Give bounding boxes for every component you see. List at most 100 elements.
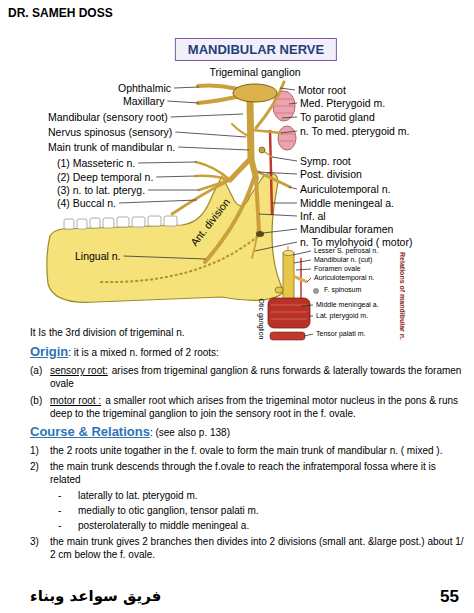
part-label: Tensor palati m. [316, 330, 365, 338]
text-content: motor root :a smaller root which arises … [50, 394, 466, 420]
footer-text: فريق سواعد وبناء [30, 588, 161, 605]
body-text: the main trunk gives 2 branches then div… [50, 536, 464, 560]
nerve [198, 85, 238, 89]
part-label: To parotid gland [300, 111, 375, 123]
muscle [270, 332, 305, 340]
body-text: a smaller root which arises from the tri… [50, 395, 458, 419]
teeth [64, 216, 177, 229]
nerve [232, 124, 250, 137]
text-content: Origin: it is a mixed n. formed of 2 roo… [30, 344, 466, 360]
body-text: the main trunk descends through the f.ov… [50, 461, 436, 485]
text-content: It Is the 3rd division of trigeminal n. [30, 326, 466, 339]
ganglion [233, 84, 277, 102]
fibre [271, 312, 307, 313]
page-number: 55 [440, 587, 459, 607]
part-label: (1) Masseteric n. [57, 157, 135, 169]
fibre [276, 113, 292, 114]
list-marker: - [58, 489, 78, 502]
section-heading: Origin [30, 344, 68, 359]
fibre [280, 134, 294, 135]
text-row: (b)motor root :a smaller root which aris… [30, 394, 466, 420]
list-marker: (b) [30, 394, 50, 420]
body-text-block: It Is the 3rd division of trigeminal n. O… [30, 326, 466, 561]
text-row: -posterolaterally to middle meningeal a. [58, 519, 466, 532]
nerve-trunk [283, 253, 294, 300]
leader-line [258, 172, 297, 174]
inset-title: Relations of mandibular n. [398, 252, 406, 340]
section-heading: Course & Relations [30, 424, 150, 439]
text-content: sensory root:arises from trigeminal gang… [50, 364, 466, 390]
leader-line [156, 176, 196, 177]
nerve [251, 158, 256, 178]
body-text: It Is the 3rd division of trigeminal n. [30, 327, 185, 338]
part-label: Maxillary [123, 95, 164, 107]
part-label: Motor root [298, 84, 346, 96]
list-marker: - [58, 504, 78, 517]
inset [268, 246, 319, 340]
foramen [256, 231, 264, 237]
fibre [271, 319, 307, 320]
text-content: Course & Relations: (see also p. 138) [30, 424, 466, 440]
leader-line [174, 87, 199, 88]
list-marker: 1) [30, 444, 50, 457]
part-label: Otic ganglion [257, 299, 265, 340]
nerve [196, 162, 230, 180]
part-label: Auriculotemporal n. [300, 183, 390, 195]
text-content: posterolaterally to middle meningeal a. [78, 519, 466, 532]
part-label: F. spinosum [324, 286, 361, 294]
leader-line [272, 157, 297, 161]
list-marker: (a) [30, 364, 50, 390]
text-content: laterally to lat. pterygoid m. [78, 489, 466, 502]
part-label: (3) n. to lat. pteryg. [57, 184, 145, 196]
text-row: (a)sensory root:arises from trigeminal g… [30, 364, 466, 390]
list-marker: - [58, 519, 78, 532]
part-label: Post. division [300, 168, 362, 180]
leader-line [293, 251, 311, 255]
title-box: MANDIBULAR NERVE [175, 38, 337, 61]
part-label: Lingual n. [75, 250, 121, 262]
foramen [313, 288, 319, 294]
tooth [132, 217, 145, 227]
text-row: Course & Relations: (see also p. 138) [30, 424, 466, 440]
part-label: Mandibular (sensory root) [48, 111, 168, 123]
part-label: Ophthalmic [118, 82, 171, 94]
part-label: Middle meningeal a. [316, 301, 379, 309]
leader-line [263, 229, 297, 233]
part-label: Auriculotemporal n. [314, 274, 374, 282]
leader-line [307, 278, 311, 282]
fibre [276, 99, 292, 100]
leader-line [167, 101, 199, 103]
tooth [117, 217, 129, 227]
part-label: Foramen ovale [314, 265, 361, 273]
text-content: medially to otic ganglion, tensor palati… [78, 504, 466, 517]
leader-line [294, 260, 311, 263]
muscle [268, 298, 310, 328]
tooth [103, 218, 114, 228]
text-content: the main trunk gives 2 branches then div… [50, 535, 466, 561]
part-label: Inf. al [300, 210, 326, 222]
text-row: Origin: it is a mixed n. formed of 2 roo… [30, 344, 466, 360]
body-text: posterolaterally to middle meningeal a. [78, 520, 249, 531]
text-row: -laterally to lat. pterygoid m. [58, 489, 466, 502]
leader-line [281, 131, 297, 133]
page-header: DR. SAMEH DOSS [8, 7, 113, 21]
nerve [293, 276, 307, 282]
part-label: Mandibular foramen [300, 223, 393, 235]
tooth [64, 219, 74, 229]
leader-line [259, 214, 297, 216]
part-label: Mandibular n. (cut) [314, 256, 372, 264]
part-label: (4) Buccal n. [57, 197, 116, 209]
body-text: arises from trigeminal ganglion & runs f… [50, 365, 461, 389]
part-label: Middle meningeal a. [300, 197, 394, 209]
fibre [271, 305, 307, 306]
part-label: Symp. root [300, 155, 351, 167]
part-label: (2) Deep temporal n. [57, 171, 153, 183]
part-label: Lat. pterygoid m. [316, 312, 368, 320]
nerve [198, 96, 240, 103]
leader-line [289, 187, 297, 189]
tooth [164, 216, 177, 226]
tooth [77, 219, 87, 229]
body-text: motor root : [50, 395, 101, 406]
part-label: Nervus spinosus (sensory) [48, 126, 172, 138]
nerve [230, 158, 251, 180]
